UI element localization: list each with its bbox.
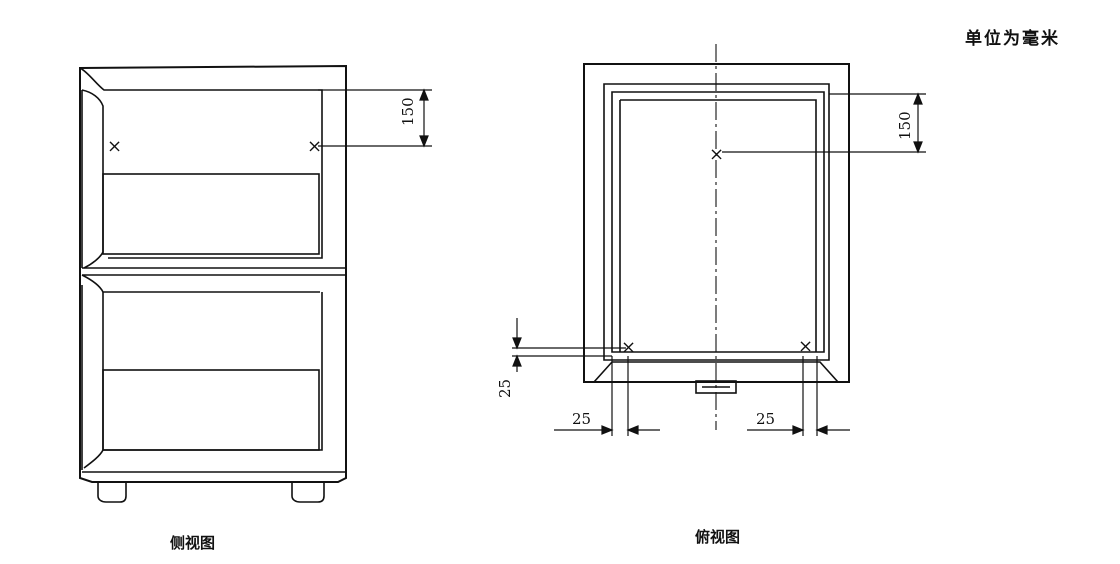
side-view-lower-drawer	[102, 369, 320, 451]
top-view-inner-wall	[603, 83, 830, 361]
top-view-marker-right: ×	[798, 336, 813, 357]
top-view-dimension-bottom-right-25: 25	[747, 356, 850, 436]
top-view-dimension-left-25: 25	[496, 318, 626, 398]
top-view-dimension-150: 150	[722, 92, 926, 154]
top-view-dimension-bottom-left-label: 25	[572, 410, 591, 428]
side-view-middle-divider	[81, 267, 346, 293]
top-view: × × × 150 25	[496, 44, 926, 436]
top-view-marker-left: ×	[621, 337, 636, 358]
side-view-caption: 侧视图	[170, 534, 216, 552]
top-view-dimension-top-label: 150	[896, 111, 914, 140]
top-view-dimension-left-label: 25	[496, 379, 514, 398]
side-view-bottom-door-inner	[81, 285, 323, 470]
top-view-dimension-bottom-left-25: 25	[554, 356, 660, 436]
side-view-marker-right: ×	[307, 136, 322, 157]
top-view-caption: 俯视图	[695, 528, 741, 546]
side-view-cabinet-outline	[79, 64, 347, 483]
unit-note: 单位为毫米	[965, 29, 1060, 49]
top-view-outer-wall	[583, 63, 850, 383]
side-view-top-edge	[79, 67, 323, 259]
side-view-foot-right	[291, 482, 325, 503]
side-view-top-door-inner	[81, 89, 104, 269]
side-view: × × 150	[79, 64, 432, 503]
side-view-dimension-150: 150	[318, 88, 432, 148]
side-view-dimension-label: 150	[399, 97, 417, 126]
top-view-liner	[611, 91, 825, 353]
side-view-upper-drawer	[102, 173, 320, 255]
top-view-marker-center: ×	[709, 144, 724, 165]
side-view-foot-left	[97, 482, 127, 503]
top-view-door-bevel	[593, 361, 839, 383]
top-view-dimension-bottom-right-label: 25	[756, 410, 775, 428]
side-view-marker-left: ×	[107, 136, 122, 157]
